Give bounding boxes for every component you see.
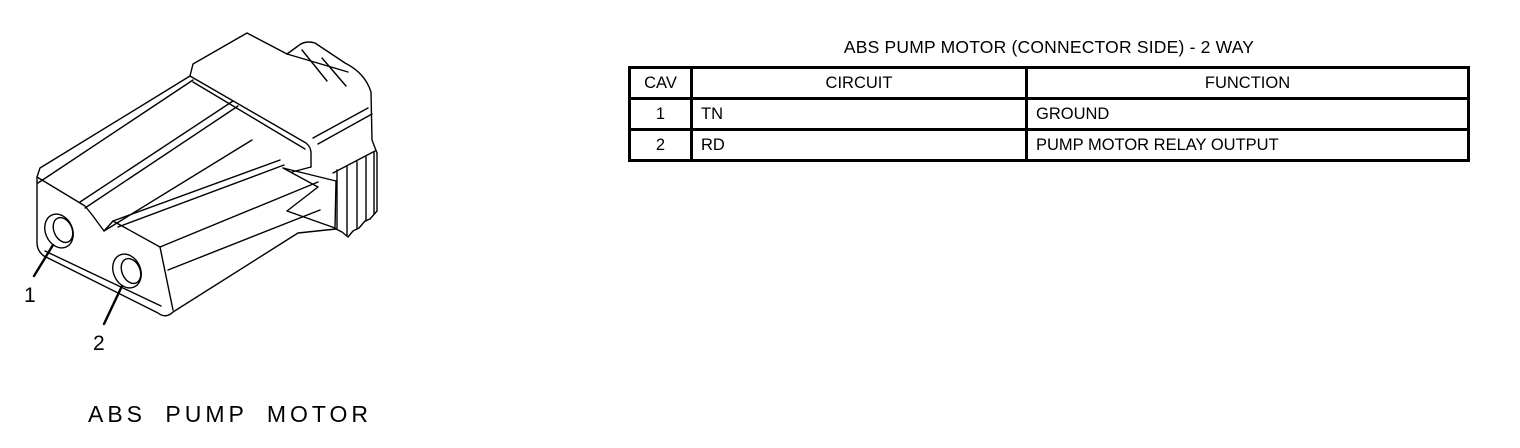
row1-function: GROUND	[1025, 97, 1470, 131]
housing-front-edge	[189, 75, 312, 168]
figure-caption: ABS PUMP MOTOR	[88, 401, 373, 427]
pin-1-label: 1	[24, 284, 36, 307]
connector-outline	[36, 32, 378, 317]
front-bottom-chamfer	[44, 250, 162, 307]
connector-diagram: 1 2	[24, 32, 378, 355]
latch-right-edge	[334, 180, 337, 229]
left-ridge-crest	[79, 100, 239, 209]
pin-2-leader-line	[102, 284, 124, 326]
right-face-lower-edge	[167, 209, 321, 271]
table-header-row: CAV CIRCUIT FUNCTION	[628, 66, 1470, 100]
pin-hole-2	[112, 253, 142, 289]
right-ridge-crest	[112, 159, 285, 228]
housing-tab-base	[286, 53, 349, 73]
header-circuit: CIRCUIT	[690, 66, 1028, 100]
table-row: 2 RD PUMP MOTOR RELAY OUTPUT	[628, 128, 1470, 162]
right-face-upper-edge	[159, 181, 319, 248]
pin-2-label: 2	[93, 332, 105, 355]
row1-circuit: TN	[690, 97, 1028, 131]
row2-circuit: RD	[690, 128, 1028, 162]
row2-cav: 2	[628, 128, 693, 162]
pinout-table-title: ABS PUMP MOTOR (CONNECTOR SIDE) - 2 WAY	[843, 37, 1255, 57]
top-edge-chamfer	[37, 79, 194, 184]
pinout-table: CAV CIRCUIT FUNCTION 1 TN GROUND 2 RD PU…	[628, 66, 1470, 162]
housing-tab-ribs	[301, 49, 347, 87]
header-function: FUNCTION	[1025, 66, 1470, 100]
housing-top-chamfer	[312, 107, 373, 145]
rib-lines	[332, 150, 376, 236]
table-row: 1 TN GROUND	[628, 97, 1470, 131]
latch-arrow	[282, 167, 319, 212]
latch-bottom-edge	[286, 210, 336, 229]
latch-top-edge	[282, 167, 337, 182]
header-cav: CAV	[628, 66, 693, 100]
housing-front-edge-chamfer	[192, 81, 306, 150]
row1-cav: 1	[628, 97, 693, 131]
pin-hole-1	[44, 213, 74, 249]
connector-figure: 1 2 ABS PUMP MOTOR	[0, 0, 420, 448]
front-face-right-edge	[159, 246, 174, 311]
row2-function: PUMP MOTOR RELAY OUTPUT	[1025, 128, 1470, 162]
pin-1-leader-line	[32, 243, 55, 278]
